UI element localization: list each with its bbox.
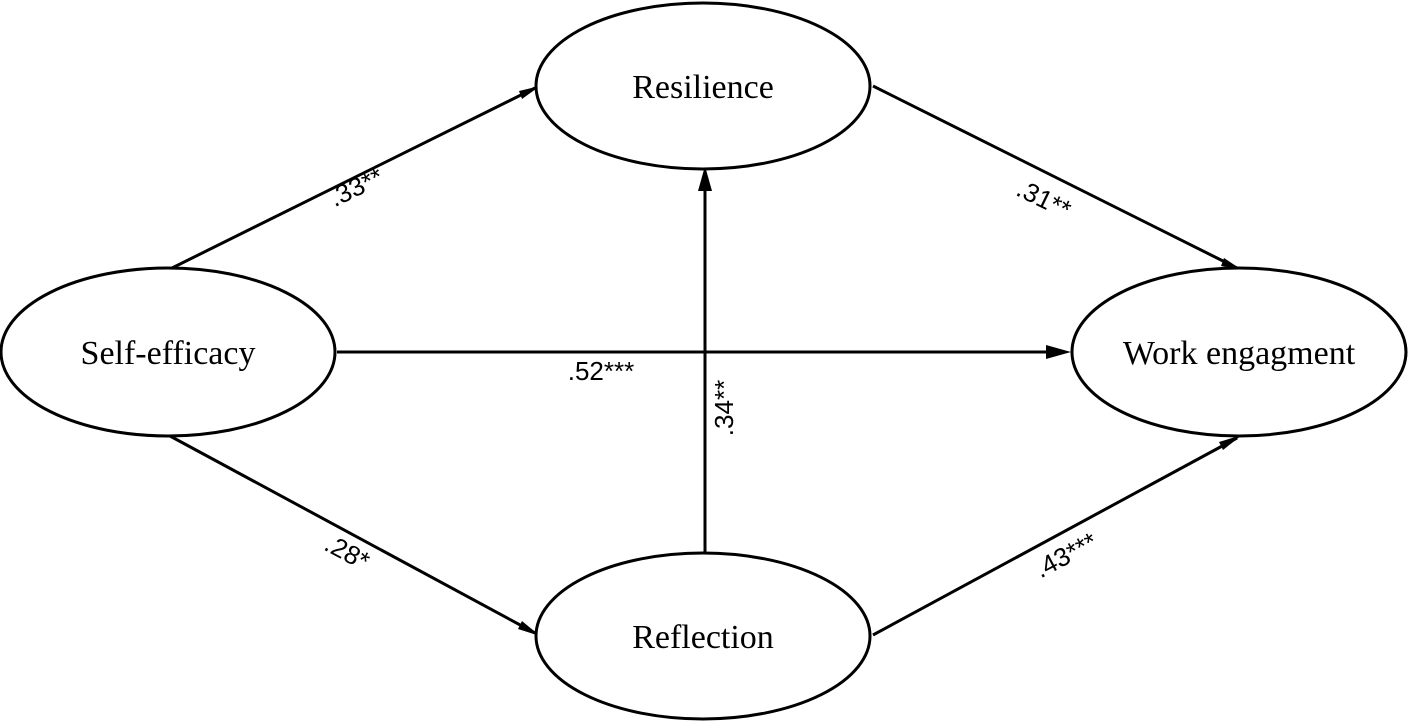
coef-reflection-to-work-engagement: .43***	[1029, 526, 1102, 584]
node-self-efficacy-label: Self-efficacy	[81, 335, 256, 372]
arrowhead-reflection-to-resilience	[698, 166, 712, 191]
edge-reflection-to-work-engagement	[872, 436, 1238, 637]
coef-self-efficacy-to-reflection: .28*	[320, 528, 375, 576]
node-work-engagement: Work engagment	[1070, 266, 1408, 438]
node-reflection-ellipse	[534, 551, 872, 721]
coef-self-efficacy-to-work-engagement: .52***	[568, 356, 635, 386]
node-work-engagement-label: Work engagment	[1123, 335, 1356, 372]
arrowhead-self-efficacy-to-work-engagement	[1046, 345, 1071, 359]
node-resilience-ellipse	[534, 1, 872, 171]
coef-reflection-to-resilience: .34**	[709, 380, 739, 436]
coef-resilience-to-work-engagement: .31**	[1012, 173, 1076, 225]
edge-resilience-to-work-engagement	[872, 84, 1238, 270]
edge-self-efficacy-to-reflection	[169, 434, 536, 635]
edge-self-efficacy-to-resilience	[169, 86, 536, 271]
coef-self-efficacy-to-resilience: .33**	[324, 161, 388, 213]
node-self-efficacy-ellipse	[0, 266, 337, 438]
node-resilience-label: Resilience	[632, 69, 774, 106]
node-reflection: Reflection	[534, 551, 872, 721]
node-work-engagement-ellipse	[1070, 266, 1408, 438]
edges	[169, 84, 1242, 637]
arrowhead-self-efficacy-to-reflection	[518, 621, 540, 636]
node-reflection-label: Reflection	[632, 619, 774, 656]
node-resilience: Resilience	[534, 1, 872, 171]
node-self-efficacy: Self-efficacy	[0, 266, 337, 438]
arrowhead-reflection-to-work-engagement	[1219, 435, 1242, 450]
coefficients: .33** .31** .52*** .34** .28* .43***	[320, 161, 1102, 584]
